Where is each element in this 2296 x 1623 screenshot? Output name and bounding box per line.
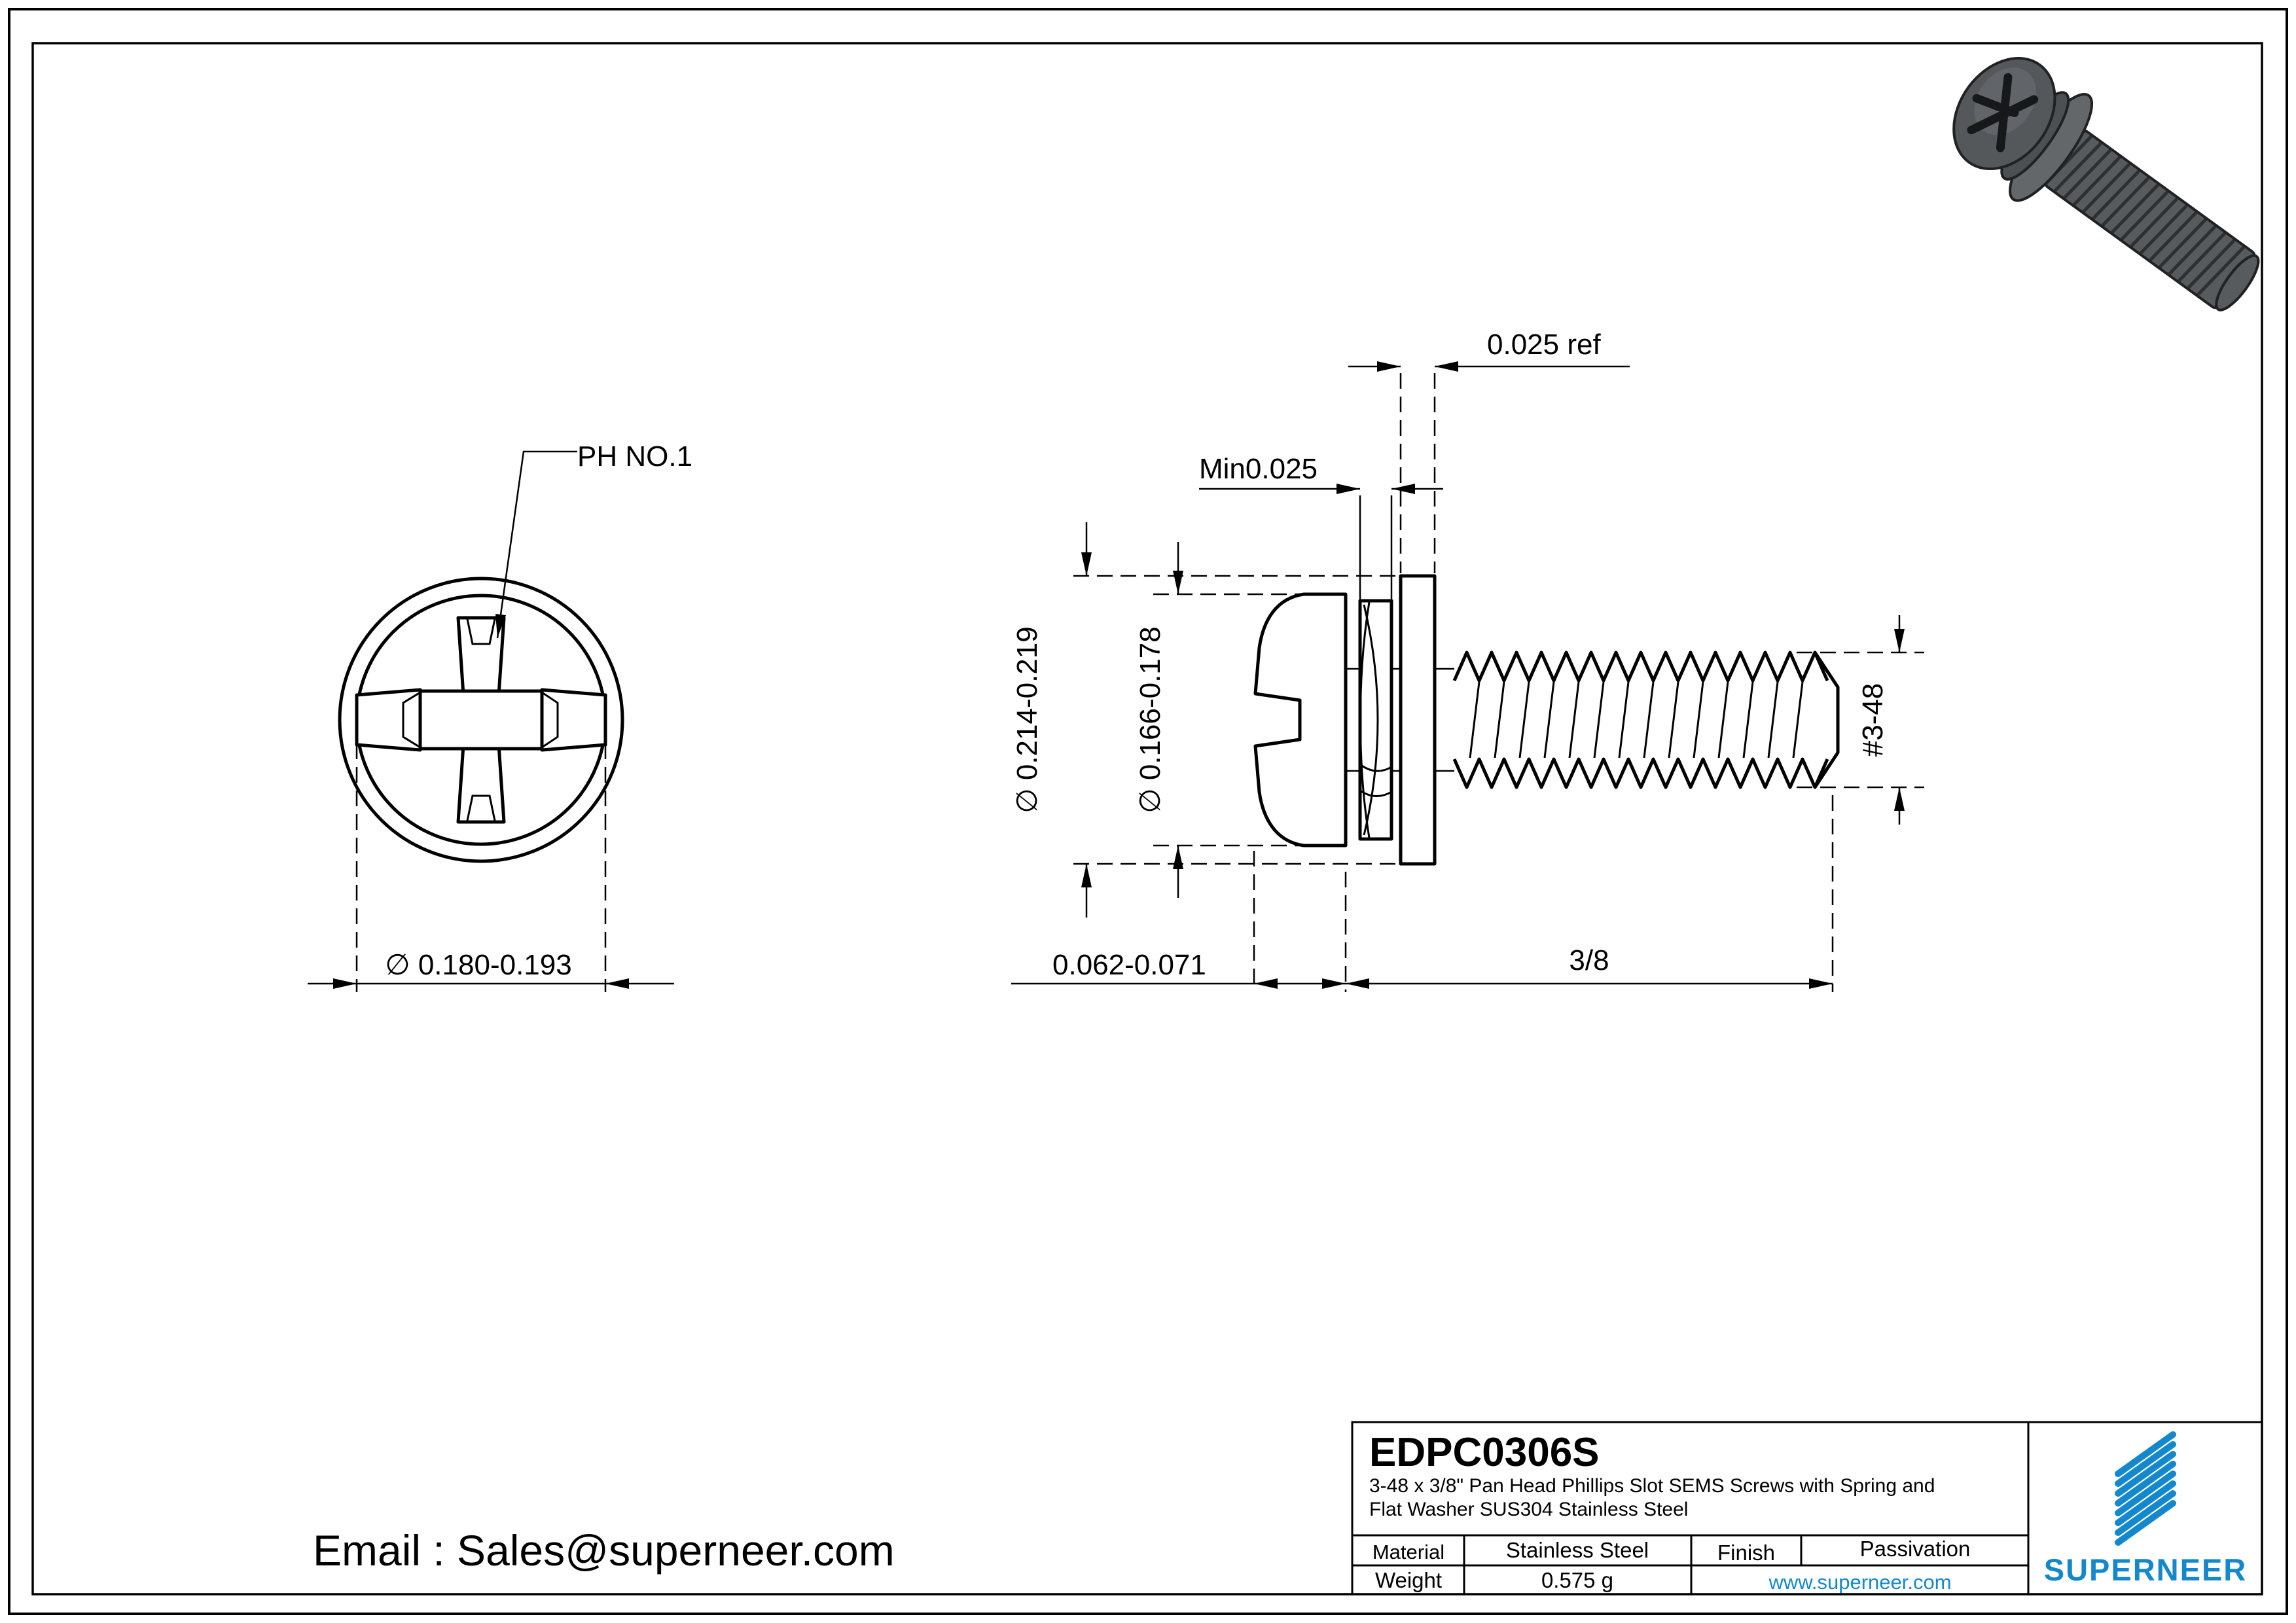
flat-washer-profile	[1399, 574, 1437, 866]
thread-flank-lines	[1469, 681, 1804, 758]
outer-border	[8, 8, 2288, 1615]
material-value: Stainless Steel	[1506, 1538, 1649, 1562]
render-thread-lines	[2044, 135, 2246, 296]
dim-label: Min0.025	[1199, 453, 1318, 485]
superneer-logo-icon	[2115, 1431, 2176, 1546]
thread-bottom-zigzag	[1452, 757, 1829, 789]
part-number: EDPC0306S	[1369, 1430, 1600, 1475]
finish-value: Passivation	[1860, 1537, 1971, 1561]
dim-arrow	[333, 978, 357, 989]
callout-arrowhead	[495, 614, 506, 638]
weight-value: 0.575 g	[1541, 1568, 1613, 1592]
render-phillips-cross	[1967, 73, 2039, 152]
title-block: EDPC0306S 3-48 x 3/8" Pan Head Phillips …	[1351, 1421, 2263, 1596]
callout-leader-line	[496, 450, 577, 639]
side-view: 0.025 ref Min0.025 ∅ 0.214-0.219 ∅ 0.166…	[1011, 329, 1924, 992]
pan-head-profile	[1253, 592, 1348, 847]
thread-top-zigzag	[1452, 651, 1829, 683]
dim-label: ∅ 0.166-0.178	[1134, 626, 1166, 813]
brand-name: SUPERNEER	[2044, 1552, 2248, 1587]
finish-label: Finish	[1717, 1541, 1775, 1565]
dim-spring-washer-min: Min0.025	[1199, 453, 1443, 599]
dim-label: 3/8	[1569, 944, 1609, 976]
dim-label: 0.025 ref	[1487, 329, 1601, 361]
dim-washer-od: ∅ 0.214-0.219	[1011, 522, 1399, 918]
title-block-border	[1351, 1421, 2263, 1596]
spring-washer-profile	[1358, 599, 1393, 841]
title-block-grid	[1352, 1422, 2030, 1594]
dim-head-od: ∅ 0.166-0.178	[1134, 542, 1347, 898]
description-line1: 3-48 x 3/8" Pan Head Phillips Slot SEMS …	[1369, 1475, 1935, 1497]
inner-border	[31, 42, 2263, 1596]
description-line2: Flat Washer SUS304 Stainless Steel	[1369, 1499, 1688, 1520]
dim-label: 0.062-0.071	[1052, 949, 1206, 981]
dim-arrow	[605, 978, 629, 989]
threaded-shank	[1452, 651, 1840, 789]
dim-thread-spec: #3-48	[1797, 615, 1924, 825]
superneer-logo: SUPERNEER	[2044, 1431, 2248, 1587]
weight-label: Weight	[1375, 1568, 1442, 1592]
screw-3d-render	[1952, 57, 2260, 312]
front-view: PH NO.1 ∅ 0.180-0.193	[308, 440, 692, 992]
shaft-silhouette-lines	[1346, 668, 1454, 772]
dim-label: #3-48	[1857, 683, 1889, 757]
dim-flat-washer-thickness: 0.025 ref	[1348, 329, 1630, 573]
website-link[interactable]: www.superneer.com	[1768, 1571, 1951, 1594]
front-diameter-dim: ∅ 0.180-0.193	[385, 949, 571, 981]
dim-head-height-and-length: 0.062-0.071 3/8	[1011, 795, 1834, 992]
email-text: Email : Sales@superneer.com	[313, 1526, 895, 1575]
front-extension-lines	[355, 720, 607, 992]
thread-end-chamfer	[1813, 651, 1840, 789]
dim-label: ∅ 0.214-0.219	[1011, 626, 1043, 813]
render-tip	[2215, 254, 2260, 312]
phillips-callout-label: PH NO.1	[577, 440, 692, 473]
material-label: Material	[1372, 1541, 1444, 1563]
